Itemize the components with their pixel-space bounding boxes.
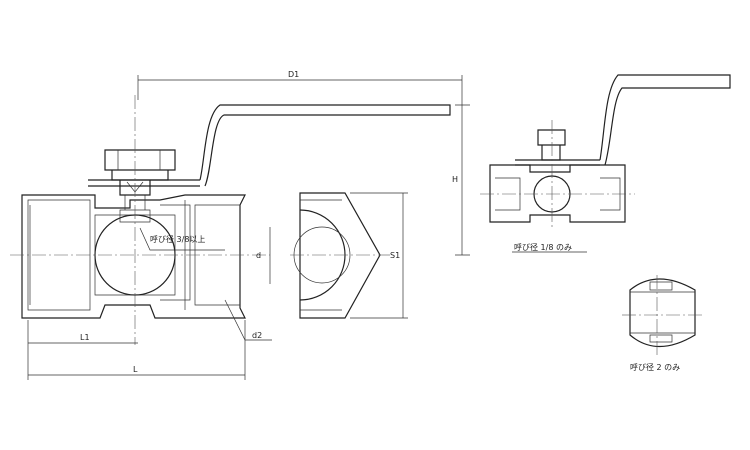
dim-l1: L1 [80, 333, 90, 342]
dim-d: d [256, 251, 261, 260]
note-size-3-8: 呼び径 3/8以上 [150, 234, 205, 244]
dim-l: L [133, 365, 138, 374]
dim-d1: D1 [288, 70, 299, 79]
ball-detail-view [622, 275, 704, 355]
note-size-2: 呼び径 2 のみ [630, 362, 680, 372]
dim-d2: d2 [252, 331, 262, 340]
dim-h: H [452, 175, 458, 184]
main-valve-side-view [10, 95, 451, 345]
note-size-1-8: 呼び径 1/8 のみ [514, 242, 572, 252]
dim-s1: S1 [390, 251, 400, 260]
small-valve-view [480, 74, 731, 230]
hex-end-view [290, 192, 390, 319]
dimension-lines [27, 75, 470, 380]
